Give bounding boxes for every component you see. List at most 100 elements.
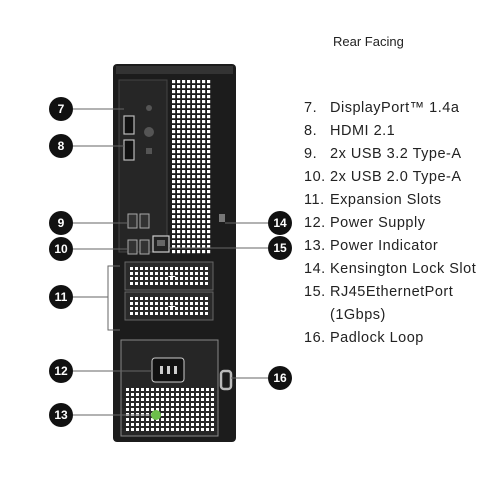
vent-hole [131,403,134,406]
vent-hole [187,130,191,134]
vent-hole [172,195,176,199]
vent-hole [186,393,189,396]
vent-hole [185,312,188,315]
vent-hole [192,125,196,129]
vent-hole [145,277,148,280]
power-socket-pin-3 [174,366,177,374]
vent-hole [190,277,193,280]
vent-hole [185,297,188,300]
vent-hole [180,312,183,315]
vent-hole [172,150,176,154]
vent-hole [182,100,186,104]
vent-hole [207,130,211,134]
vent-hole [177,215,181,219]
vent-hole [150,277,153,280]
vent-hole [192,110,196,114]
vent-hole [131,393,134,396]
vent-hole [211,408,214,411]
vent-hole [195,272,198,275]
vent-hole [192,80,196,84]
vent-hole [197,95,201,99]
vent-hole [200,267,203,270]
vent-hole [177,130,181,134]
legend-item-7: 7.DisplayPort™ 1.4a [304,100,460,116]
vent-hole [207,210,211,214]
vent-hole [195,312,198,315]
vent-hole [151,428,154,431]
callout-legend: 7.DisplayPort™ 1.4a 8.HDMI 2.1 9.2x USB … [304,97,476,350]
vent-hole [187,125,191,129]
svg-text:11: 11 [55,290,68,304]
vent-hole [166,413,169,416]
vent-hole [187,190,191,194]
vent-hole [130,307,133,310]
vent-hole [131,428,134,431]
vent-hole [172,185,176,189]
vent-hole [192,180,196,184]
vent-hole [130,267,133,270]
vent-hole [186,418,189,421]
rj45-port-inner [157,240,165,246]
vent-hole [182,245,186,249]
vent-hole [160,307,163,310]
vent-hole [187,185,191,189]
vent-hole [196,408,199,411]
vent-hole [177,155,181,159]
vent-hole [180,282,183,285]
vent-hole [172,210,176,214]
legend-item-10: 10.2x USB 2.0 Type-A [304,169,462,185]
vent-hole [197,155,201,159]
vent-hole [192,245,196,249]
legend-item-15-cont: (1Gbps) [330,307,386,323]
vent-hole [126,403,129,406]
vent-hole [181,408,184,411]
vent-hole [177,150,181,154]
vent-hole [191,393,194,396]
vent-hole [200,307,203,310]
vent-hole [141,423,144,426]
vent-hole [206,398,209,401]
vent-hole [177,100,181,104]
vent-hole [177,185,181,189]
vent-hole [126,408,129,411]
vent-hole [187,220,191,224]
vent-hole [182,175,186,179]
vent-hole [175,282,178,285]
vent-hole [197,190,201,194]
vent-hole [205,302,208,305]
vent-hole [171,403,174,406]
usb20-port-1 [127,239,138,255]
vent-hole [197,150,201,154]
vent-hole [187,110,191,114]
vent-hole [130,312,133,315]
vent-hole [141,398,144,401]
vent-hole [136,388,139,391]
vent-hole [151,423,154,426]
vent-hole [207,90,211,94]
vent-hole [175,272,178,275]
vent-hole [136,423,139,426]
vent-hole [191,423,194,426]
vent-hole [191,388,194,391]
vent-hole [150,282,153,285]
vent-hole [172,90,176,94]
vent-hole [202,230,206,234]
vent-hole [141,403,144,406]
vent-hole [131,388,134,391]
svg-text:16: 16 [273,371,287,385]
vent-hole [145,312,148,315]
vent-hole [177,120,181,124]
vent-hole [202,180,206,184]
vent-hole [202,105,206,109]
vent-hole [136,393,139,396]
vent-hole [190,307,193,310]
vent-hole [172,220,176,224]
vent-hole [166,423,169,426]
vent-hole [136,403,139,406]
vent-hole [202,240,206,244]
vent-hole [197,205,201,209]
vent-hole [172,80,176,84]
vent-hole [172,175,176,179]
svg-text:7: 7 [58,102,65,116]
vent-hole [206,403,209,406]
